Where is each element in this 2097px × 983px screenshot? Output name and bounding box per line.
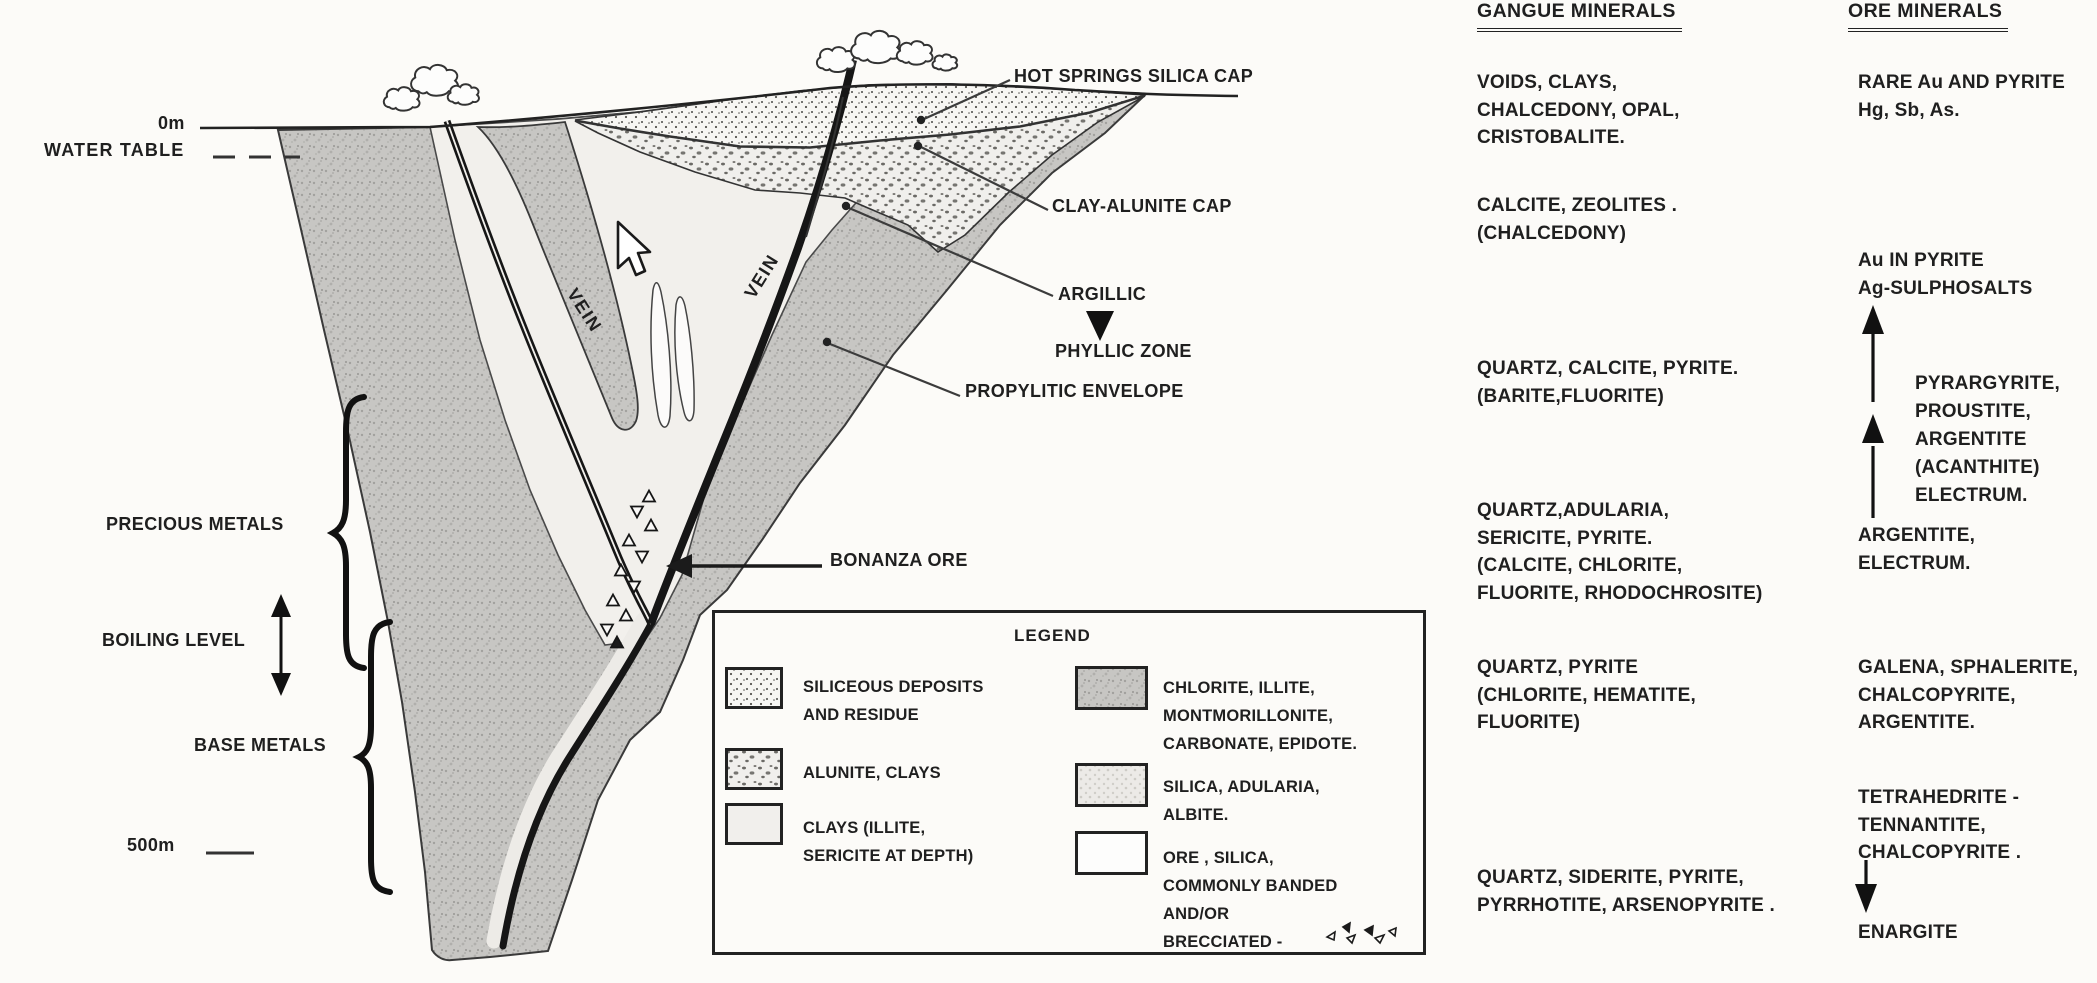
- depth-500m-label: 500m: [127, 835, 175, 855]
- precious-metals-brace: [326, 394, 367, 671]
- mouse-cursor: [616, 220, 652, 277]
- brecciated-triangles-icon: [1325, 921, 1397, 945]
- surface-line: [199, 83, 1239, 130]
- swatch-clays-icon: [725, 803, 783, 845]
- water-table-label: WATER TABLE: [44, 140, 185, 160]
- phyllic-triangle-icon: [1086, 311, 1114, 341]
- argillic-label: ARGILLIC: [1058, 284, 1147, 304]
- swatch-ore-icon: [1075, 831, 1148, 875]
- swatch-siliceous-icon: [725, 667, 783, 709]
- ore-minerals-header: ORE MINERALS: [1848, 0, 2009, 32]
- ore-entry-2: Au IN PYRITE Ag-SULPHOSALTS: [1858, 250, 2033, 299]
- boiling-level-label: BOILING LEVEL: [102, 630, 246, 650]
- swatch-alunite-icon: [725, 748, 783, 790]
- ore-entry-1: RARE Au AND PYRITE Hg, Sb, As.: [1858, 72, 2065, 121]
- gangue-entry-2: CALCITE, ZEOLITES . (CHALCEDONY): [1477, 195, 1678, 244]
- swatch-chlorite-icon: [1075, 666, 1148, 710]
- clay-alunite-band-shape: [574, 95, 1146, 253]
- gangue-minerals-header: GANGUE MINERALS: [1477, 0, 1682, 32]
- vein-lower-line: [499, 620, 655, 950]
- ore-entry-3: PYRARGYRITE, PROUSTITE, ARGENTITE (ACANT…: [1915, 373, 2060, 506]
- phyllic-zone-label: PHYLLIC ZONE: [1055, 341, 1192, 361]
- bonanza-ore-label: BONANZA ORE: [830, 550, 968, 570]
- hot-springs-cap-label: HOT SPRINGS SILICA CAP: [1014, 66, 1254, 86]
- legend-item-silica-adularia: SILICA, ADULARIA, ALBITE.: [1163, 778, 1320, 824]
- base-metals-label: BASE METALS: [194, 735, 327, 755]
- swatch-silica-adularia-icon: [1075, 763, 1148, 807]
- gangue-entry-5: QUARTZ, PYRITE (CHLORITE, HEMATITE, FLUO…: [1477, 657, 1696, 733]
- ore-entry-4: ARGENTITE, ELECTRUM.: [1858, 525, 1976, 574]
- leader-lines: [822, 78, 1054, 398]
- legend-title: LEGEND: [1014, 626, 1091, 645]
- gangue-entry-1: VOIDS, CLAYS, CHALCEDONY, OPAL, CRISTOBA…: [1477, 72, 1680, 148]
- precious-metals-label: PRECIOUS METALS: [106, 514, 284, 534]
- white-finger-voids: [650, 282, 695, 428]
- legend-item-alunite: ALUNITE, CLAYS: [803, 764, 941, 782]
- gangue-entry-3: QUARTZ, CALCITE, PYRITE. (BARITE,FLUORIT…: [1477, 358, 1739, 407]
- ore-entry-7: ENARGITE: [1858, 922, 1958, 943]
- gangue-entry-4: QUARTZ,ADULARIA, SERICITE, PYRITE. (CALC…: [1477, 500, 1763, 604]
- gangue-entry-6: QUARTZ, SIDERITE, PYRITE, PYRRHOTITE, AR…: [1477, 867, 1775, 916]
- legend-item-chlorite: CHLORITE, ILLITE, MONTMORILLONITE, CARBO…: [1163, 679, 1358, 753]
- vein-lower-light-band: [486, 612, 651, 949]
- surface-depth-label: 0m: [158, 113, 185, 133]
- ore-entry-6: TETRAHEDRITE - TENNANTITE, CHALCOPYRITE …: [1858, 787, 2022, 863]
- legend: LEGEND SILICEOUS DEPOSITS AND RESIDUE AL…: [712, 610, 1426, 955]
- legend-item-clays: CLAYS (ILLITE, SERICITE AT DEPTH): [803, 819, 974, 865]
- paragenesis-arrows: [1855, 305, 1884, 913]
- legend-item-ore: ORE , SILICA, COMMONLY BANDED AND/OR BRE…: [1163, 849, 1338, 951]
- propylitic-envelope-label: PROPYLITIC ENVELOPE: [965, 381, 1184, 401]
- clay-alunite-cap-label: CLAY-ALUNITE CAP: [1052, 196, 1232, 216]
- boiling-level-arrow-icon: [271, 594, 291, 696]
- base-metals-brace: [352, 619, 393, 895]
- ore-entry-5: GALENA, SPHALERITE, CHALCOPYRITE, ARGENT…: [1858, 657, 2079, 733]
- legend-item-siliceous: SILICEOUS DEPOSITS AND RESIDUE: [803, 678, 984, 724]
- bonanza-arrow: [666, 554, 822, 578]
- gray-teardrop-band: [475, 121, 639, 431]
- vein-main-line: [647, 59, 857, 626]
